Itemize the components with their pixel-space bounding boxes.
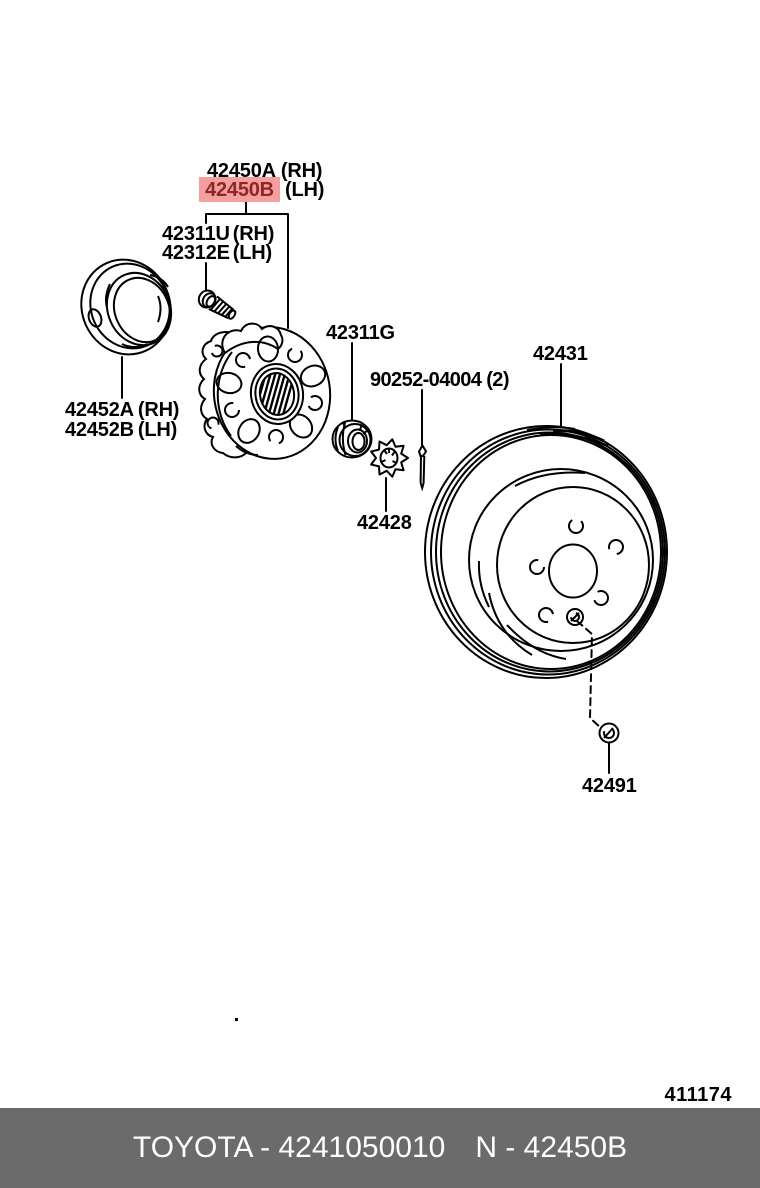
nut-retainer-drawing [370,438,409,478]
leader-lines [121,201,610,774]
hub-bolt-drawing [197,289,237,320]
callout-hub-bolt-rh[interactable]: 42311U (RH) [162,224,274,244]
part-number: 42311U [162,223,230,245]
brake-disc-drawing [424,425,668,679]
callout-brake-disc[interactable]: 42431 [533,344,588,364]
callout-dust-cover-lh[interactable]: 42452B (LH) [65,420,177,440]
stray-dot [235,1018,238,1021]
footer-part-ref-text: N - 42450B [475,1131,628,1164]
footer-catalog-text: TOYOTA - 4241050010 [132,1131,446,1164]
part-highlight-box: 42450B [199,177,280,202]
part-side: (LH) [285,178,325,201]
part-side: (RH) [137,399,180,421]
callout-cotter-pin[interactable]: 90252-04004 (2) [370,369,510,391]
part-side: (LH) [232,242,272,264]
castle-nut-drawing [331,419,373,459]
part-number: 42312E [162,242,230,264]
callout-dust-cover-rh[interactable]: 42452A (RH) [65,400,179,420]
hub-assembly-drawing [198,322,332,460]
callout-lock-nut[interactable]: 42311G [326,323,395,343]
part-number: 42450B [205,178,274,201]
callout-hub-bolt-lh[interactable]: 42312E (LH) [162,243,272,263]
footer-bar: TOYOTA - 4241050010 N - 42450B [0,1108,760,1188]
part-number: 42428 [357,512,412,534]
part-number: 42431 [533,343,588,365]
part-number: 90252-04004 (2) [370,369,510,391]
part-number: 42450A [207,160,276,182]
set-screw-drawing [598,722,620,744]
part-number: 42491 [582,775,637,797]
part-side: (LH) [137,419,178,441]
dust-cover-drawing [80,258,173,356]
part-number: 42311G [326,322,395,344]
callout-nut-retainer[interactable]: 42428 [357,513,412,533]
callout-hub-lh[interactable]: 42450B (LH) [199,177,324,202]
cotter-pin-drawing [417,443,428,492]
callout-hub-rh[interactable]: 42450A (RH) [207,161,322,181]
part-number: 42452A [65,399,134,421]
part-side: (RH) [232,223,275,245]
part-number: 42452B [65,419,134,441]
part-side: (RH) [280,160,323,182]
figure-code: 411174 [664,1084,732,1106]
callout-set-screw[interactable]: 42491 [582,776,637,796]
